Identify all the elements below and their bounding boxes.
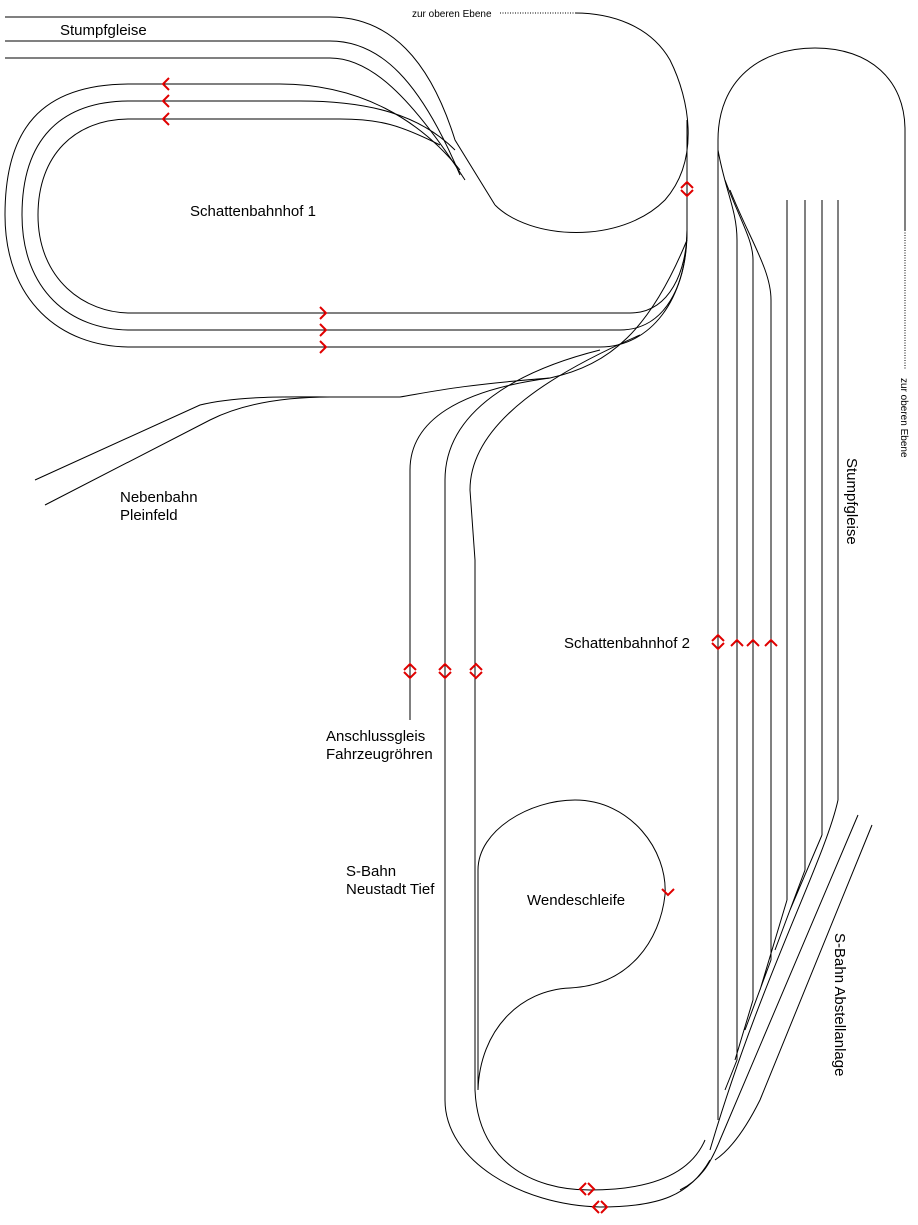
- signal-marker: [469, 662, 483, 680]
- label-shadow-station-1: Schattenbahnhof 1: [190, 203, 316, 220]
- sbf2-track-2: [717, 149, 738, 1060]
- depot-track-1: [679, 814, 859, 1191]
- siding-track: [409, 377, 551, 720]
- signal-marker: [319, 306, 328, 320]
- sbf2-fan: [709, 799, 839, 1151]
- branch-line-track-1: [34, 239, 688, 481]
- label-branch-line-1: Nebenbahn: [120, 489, 198, 506]
- label-branch-line-2: Pleinfeld: [120, 507, 178, 524]
- label-turning-loop: Wendeschleife: [527, 892, 626, 909]
- label-siding-1: Anschlussgleis: [326, 728, 426, 745]
- label-stub-tracks-right: Stumpfgleise: [843, 458, 860, 545]
- sbahn-track-left: [444, 349, 711, 1208]
- signal-marker: [746, 638, 760, 647]
- signal-marker: [578, 1182, 596, 1196]
- stub-track-3: [5, 57, 466, 181]
- signal-marker: [661, 888, 675, 897]
- signal-marker: [730, 638, 744, 647]
- sbf2-track-4: [729, 189, 772, 960]
- sbf1-track-inner: [37, 118, 688, 314]
- upper-loop: [494, 12, 689, 233]
- signal-marker: [591, 1200, 609, 1214]
- label-sbahn-1: S-Bahn: [346, 863, 397, 880]
- signal-marker: [711, 633, 725, 651]
- signal-marker: [680, 180, 694, 198]
- sbf1-track-middle: [21, 100, 688, 331]
- sbf1-track-outer: [4, 83, 688, 348]
- signal-marker: [319, 340, 328, 354]
- label-upper-level-right: zur oberen Ebene: [898, 378, 909, 458]
- sbf2-loop: [717, 47, 906, 1120]
- signal-marker: [403, 662, 417, 680]
- signal-marker: [161, 112, 170, 126]
- label-siding-2: Fahrzeugröhren: [326, 746, 433, 763]
- depot-track-2: [714, 824, 873, 1161]
- signal-marker: [319, 323, 328, 337]
- label-sbahn-2: Neustadt Tief: [346, 881, 435, 898]
- sbf2-track-3: [724, 179, 754, 1000]
- label-upper-level-top: zur oberen Ebene: [412, 9, 492, 20]
- sbahn-track-right: [469, 334, 706, 1191]
- stub-track-2: [5, 40, 461, 176]
- turning-loop-track: [477, 799, 666, 1091]
- label-stub-tracks-top: Stumpfgleise: [60, 22, 147, 39]
- signal-marker: [161, 94, 170, 108]
- signal-marker: [438, 662, 452, 680]
- label-sbahn-depot: S-Bahn Abstellanlage: [831, 933, 848, 1077]
- label-shadow-station-2: Schattenbahnhof 2: [564, 635, 690, 652]
- signal-marker: [764, 638, 778, 647]
- stub-track-1: [5, 16, 496, 206]
- branch-line-track-2: [44, 396, 331, 506]
- signal-marker: [161, 77, 170, 91]
- signals: [161, 77, 778, 1214]
